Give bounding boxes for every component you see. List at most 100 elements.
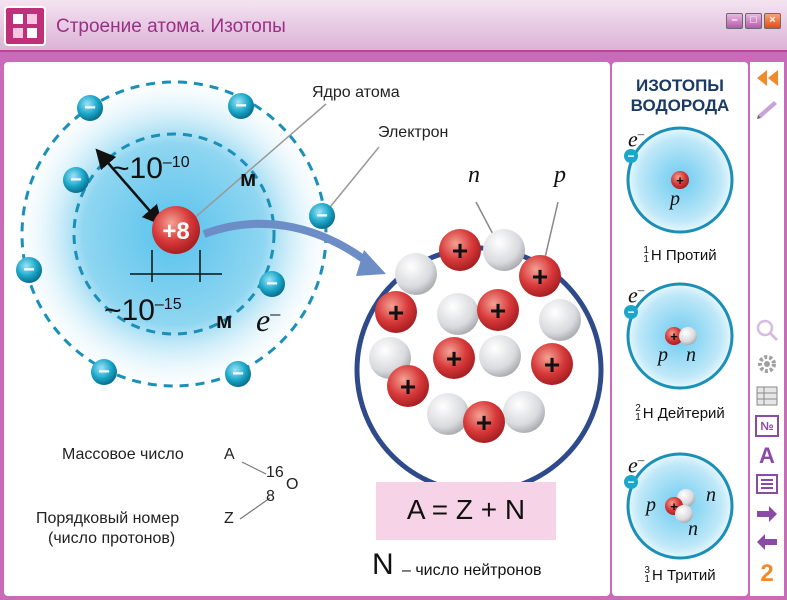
number-button[interactable]: № [753, 414, 781, 438]
svg-text:−: − [23, 259, 35, 281]
pencil-button[interactable] [753, 96, 781, 120]
svg-text:−: − [98, 361, 110, 383]
electron [624, 305, 638, 319]
formula-n-desc: – число нейтронов [402, 562, 542, 579]
svg-text:+: + [676, 173, 684, 188]
proton [439, 229, 481, 271]
neutron [503, 391, 545, 433]
svg-text:−: − [316, 205, 328, 227]
svg-text:+: + [452, 235, 468, 266]
minimize-button[interactable]: – [726, 13, 743, 29]
atom-size-unit: м [240, 166, 257, 191]
neutron-label: n [468, 162, 480, 188]
tritium-atom [624, 452, 734, 560]
nucleus-charge: +8 [162, 218, 189, 245]
ordinal-number-label: Порядковый номер [36, 510, 180, 527]
pencil-icon [757, 101, 777, 119]
proton [387, 365, 429, 407]
atom-diagram: +8 − − − − − − − − [9, 69, 604, 520]
magnifier-icon [756, 319, 779, 342]
electron [624, 149, 638, 163]
svg-text:−: − [266, 273, 278, 295]
atomic-value: 8 [266, 488, 275, 505]
proton [477, 289, 519, 331]
ordinal-letter: Z [224, 510, 234, 527]
title-bar: Строение атома. Изотопы – □ × [0, 0, 787, 52]
svg-text:−: − [627, 475, 634, 489]
electron-symbol: e– [256, 302, 281, 338]
inner-orbit [72, 132, 276, 336]
isotopes-panel: ИЗОТОПЫ ВОДОРОДА [612, 62, 748, 596]
neutron [437, 293, 479, 335]
svg-text:+: + [400, 371, 416, 402]
svg-text:+: + [532, 261, 548, 292]
svg-text:+: + [544, 349, 560, 380]
svg-text:+: + [476, 407, 492, 438]
svg-text:−: − [235, 95, 247, 117]
list-icon [756, 474, 778, 494]
table-button[interactable] [753, 384, 781, 408]
isotopes-diagram: − − − + + + [624, 126, 734, 560]
content-panel: +8 − − − − − − − − [4, 62, 610, 596]
forward-button[interactable] [753, 502, 781, 526]
atom-size-label: ~10–10 [112, 152, 190, 185]
mass-number-label: Массовое число [62, 446, 184, 463]
proton [671, 171, 689, 189]
protium-electron-label: e– [628, 126, 645, 152]
number-sign-icon: № [755, 415, 779, 437]
rewind-icon [757, 70, 778, 86]
window-title: Строение атома. Изотопы [56, 16, 286, 37]
proton [519, 255, 561, 297]
electron [259, 271, 285, 297]
app-logo-icon [4, 6, 46, 46]
svg-text:−: − [627, 305, 634, 319]
mass-letter: A [224, 446, 235, 463]
deuterium-p-label: p [658, 344, 668, 366]
svg-text:+: + [388, 297, 404, 328]
tritium-electron-label: e– [628, 452, 645, 478]
maximize-button[interactable]: □ [745, 13, 762, 29]
zoom-button[interactable] [753, 318, 781, 342]
close-button[interactable]: × [764, 13, 781, 29]
deuterium-electron-label: e– [628, 282, 645, 308]
atom-nucleus [152, 206, 200, 254]
proton [375, 291, 417, 333]
neutron [675, 505, 693, 523]
neutron [395, 253, 437, 295]
electron [77, 95, 103, 121]
isotopes-title-line2: ВОДОРОДА [630, 96, 730, 115]
gear-icon [758, 355, 776, 373]
arrow-left-icon [757, 534, 777, 550]
zoom-arrow [202, 219, 377, 271]
electrons [16, 93, 335, 387]
right-toolbar: № A 2 [750, 62, 784, 596]
nucleus-pointer-line [183, 103, 327, 228]
formula-box: A = Z + N [376, 482, 556, 540]
rewind-button[interactable] [753, 66, 781, 90]
electron [91, 359, 117, 385]
electron-label: Электрон [378, 124, 449, 141]
settings-button[interactable] [753, 352, 781, 376]
svg-text:−: − [232, 363, 244, 385]
nucleus-size-label: ~10–15 [104, 294, 182, 327]
tritium-n-label-1: n [706, 484, 716, 506]
svg-text:−: − [70, 169, 82, 191]
electron [309, 203, 335, 229]
electron-pointer-line [325, 146, 380, 213]
main-area: +8 − − − − − − − − [0, 52, 787, 600]
svg-text:+: + [446, 343, 462, 374]
neutron [483, 229, 525, 271]
page-number: 2 [760, 560, 774, 587]
font-button[interactable]: A [759, 443, 775, 468]
proton [433, 337, 475, 379]
neutron [539, 299, 581, 341]
isotopes-title-line1: ИЗОТОПЫ [636, 76, 724, 95]
list-button[interactable] [753, 472, 781, 496]
neutron [427, 393, 469, 435]
back-button[interactable] [753, 530, 781, 554]
svg-text:+: + [670, 329, 678, 344]
protons [375, 229, 573, 443]
